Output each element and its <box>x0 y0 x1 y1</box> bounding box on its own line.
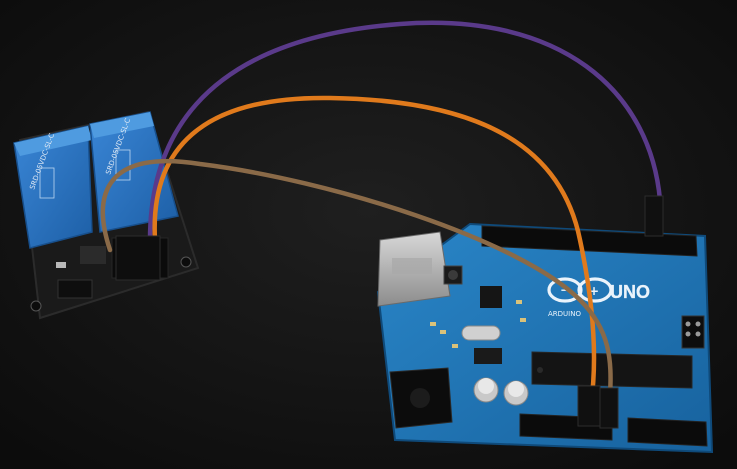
arduino-board: − + UNO ARDUINO <box>376 222 714 454</box>
icsp-header <box>681 315 705 349</box>
wire-connector <box>115 235 161 281</box>
smd-components <box>430 300 526 348</box>
brown-wire <box>100 158 613 399</box>
brand-text: ARDUINO <box>548 310 581 318</box>
mounting-hole <box>30 300 42 312</box>
usb-chip <box>480 286 502 308</box>
wire-connector <box>599 387 619 429</box>
uno-logo-text: UNO <box>610 282 650 302</box>
dc-power-jack <box>389 367 453 429</box>
voltage-regulator <box>474 348 502 364</box>
usb-connector <box>377 231 451 307</box>
jumper-wires <box>100 20 664 429</box>
svg-text:+: + <box>589 284 599 298</box>
analog-pin-header <box>627 417 708 447</box>
relay-1: SRD-05VDC-SL-C <box>13 125 93 249</box>
relay-led <box>56 262 66 268</box>
mounting-hole <box>180 256 192 268</box>
svg-text:−: − <box>560 283 570 297</box>
relay-transistor <box>80 246 106 264</box>
purple-wire <box>147 20 663 243</box>
capacitors <box>473 377 529 406</box>
orange-wire <box>152 95 597 399</box>
wire-connector <box>644 195 664 237</box>
relay-header-jumper <box>57 279 93 299</box>
wire-connector <box>577 385 601 427</box>
crystal-oscillator <box>461 325 501 341</box>
arduino-logo: − + UNO ARDUINO <box>547 277 650 318</box>
